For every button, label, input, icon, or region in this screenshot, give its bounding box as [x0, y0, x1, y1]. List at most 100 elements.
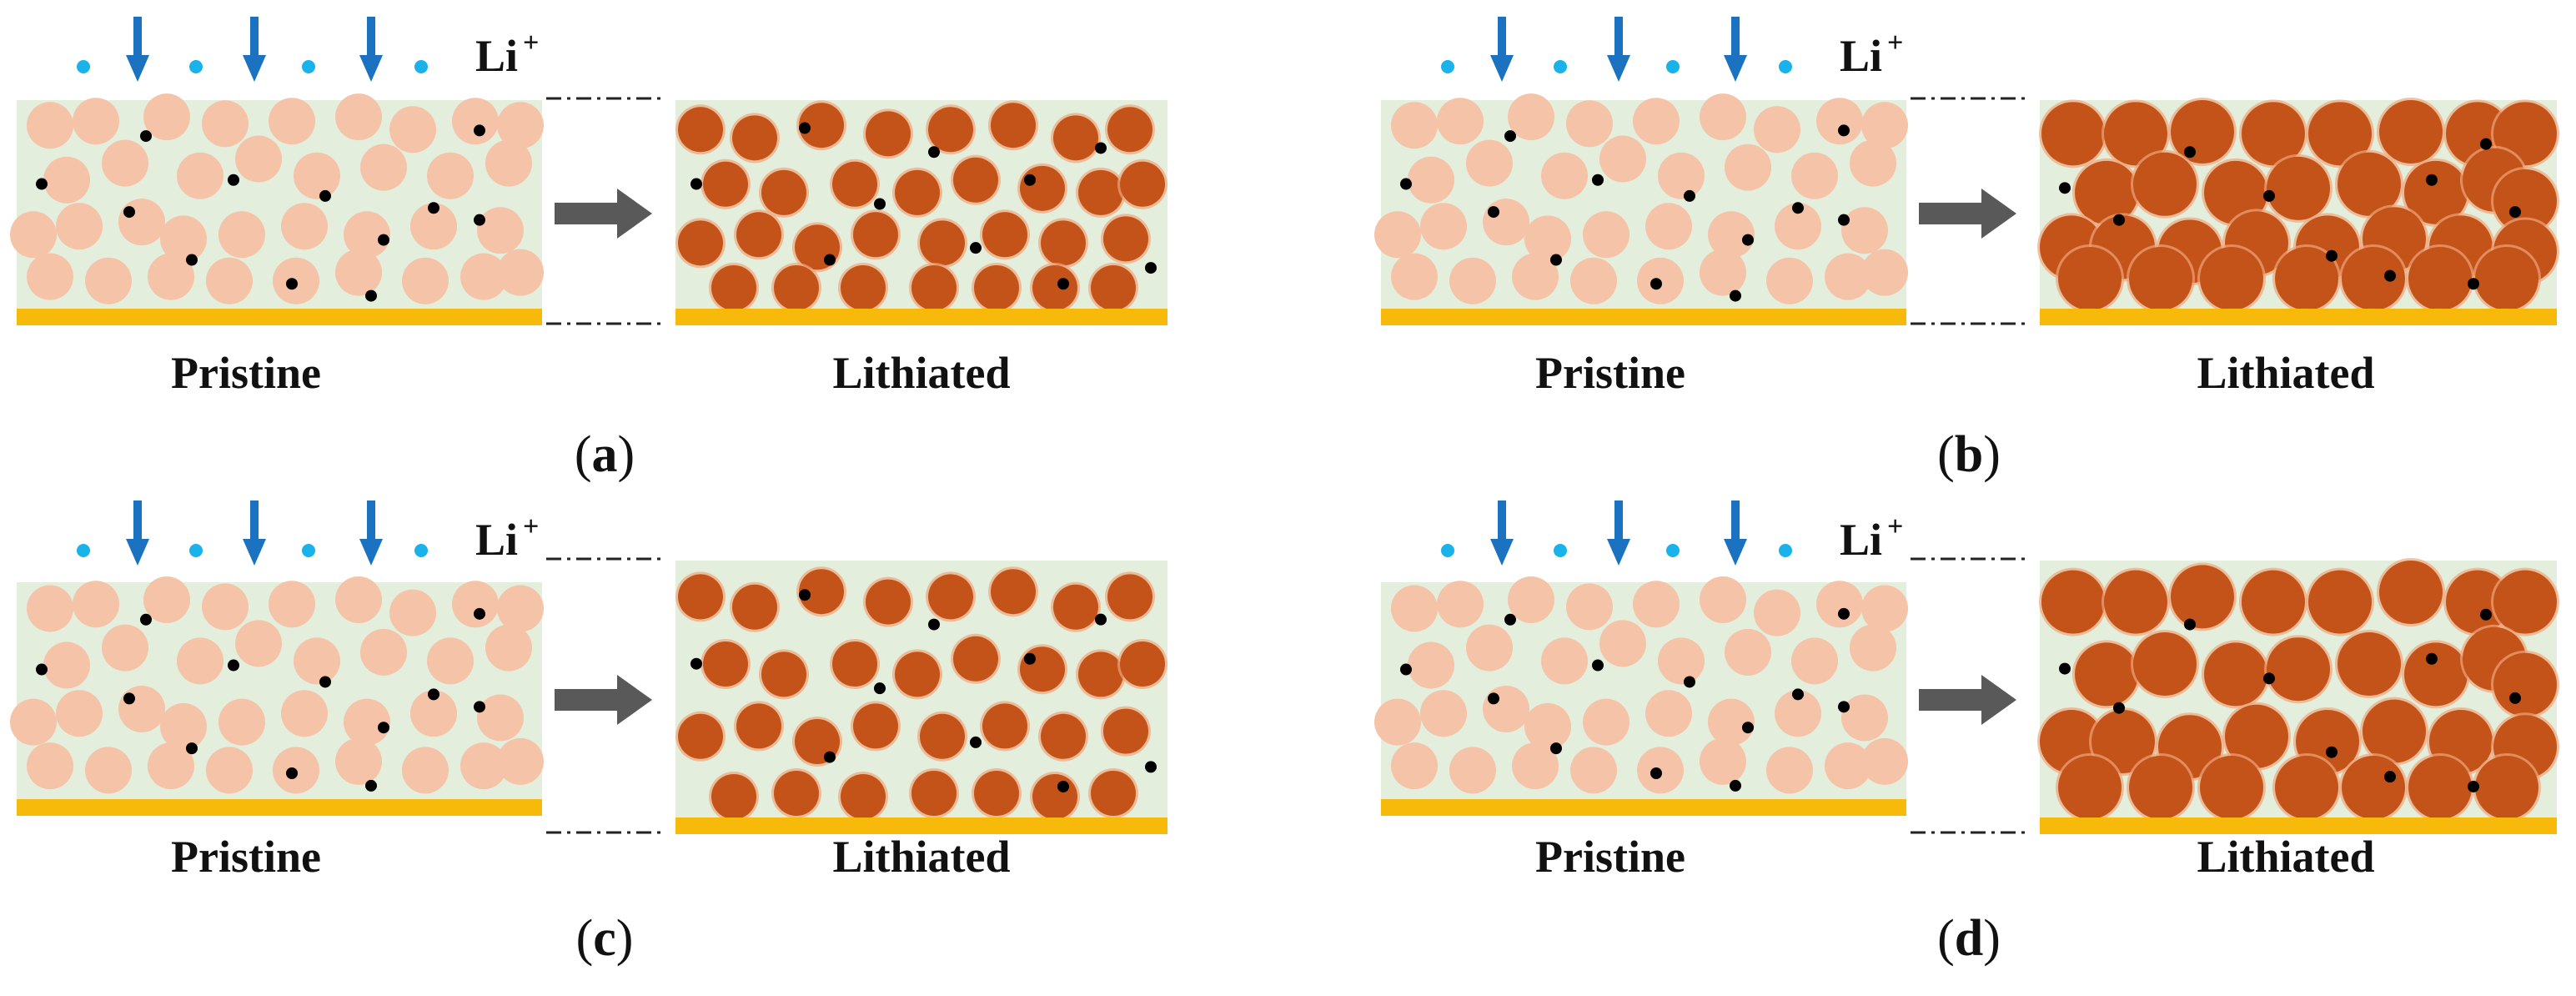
insertion-arrow-head [1724, 539, 1747, 566]
lithiated-particle [853, 703, 898, 749]
lithiated-particle [1120, 161, 1165, 207]
conductive-additive-dot [1095, 142, 1107, 154]
conductive-additive-dot [824, 751, 836, 763]
pristine-particle [460, 253, 507, 300]
lithium-ion-dot [302, 544, 315, 557]
pristine-particle [1437, 98, 1484, 145]
current-collector [675, 309, 1167, 325]
pristine-particle [148, 742, 194, 790]
li-ion-label: Li [475, 31, 518, 81]
conductive-additive-dot [2384, 771, 2396, 783]
pristine-particle [1524, 215, 1571, 263]
conductive-additive-dot [2468, 278, 2479, 290]
pristine-particle [1841, 207, 1888, 254]
conductive-additive-dot [378, 234, 389, 246]
pristine-electrode [1374, 576, 1908, 816]
lithiated-particle [866, 579, 911, 625]
conductive-additive-dot [1838, 701, 1850, 713]
pristine-particle [1841, 694, 1888, 742]
pristine-particle [85, 747, 132, 794]
conductive-additive-dot [874, 682, 886, 695]
pristine-particle [10, 211, 57, 259]
lithium-ion-dot [1666, 60, 1680, 73]
pristine-particle [160, 215, 207, 263]
pristine-particle [1700, 737, 1746, 785]
pristine-particle [27, 102, 73, 149]
pristine-particle [1861, 585, 1908, 632]
lithiated-particle [974, 771, 1019, 816]
conductive-additive-dot [186, 742, 198, 755]
process-arrow-icon [1919, 675, 2016, 725]
pristine-particle [118, 685, 165, 732]
pristine-particle [485, 139, 532, 187]
lithiated-particle [982, 703, 1027, 749]
conductive-additive-dot [874, 198, 886, 210]
pristine-particle [1700, 576, 1746, 623]
pristine-particle [335, 249, 382, 296]
lithiated-particle [2058, 756, 2122, 819]
lithiated-particle [1107, 107, 1152, 153]
conductive-additive-dot [474, 124, 485, 137]
lithiated-particle [895, 651, 940, 697]
conductive-additive-dot [2480, 608, 2492, 621]
pristine-particle [1725, 628, 1771, 676]
conductive-additive-dot [1400, 178, 1412, 190]
lithium-ion-dot [1441, 544, 1454, 557]
conductive-additive-dot [1730, 289, 1741, 302]
conductive-additive-dot [690, 657, 702, 670]
pristine-particle [1583, 698, 1629, 746]
lithiated-particle [920, 713, 965, 759]
conductive-additive-dot [1684, 676, 1695, 688]
lithiated-particle [2200, 247, 2263, 310]
lithiated-particle [2129, 247, 2192, 310]
lithiated-particle [2041, 570, 2105, 634]
conductive-additive-dot [1650, 278, 1662, 290]
panel-letter: (c) [576, 910, 634, 967]
lithiated-particle [736, 703, 781, 749]
lithiated-particle [2404, 160, 2468, 224]
conductive-additive-dot [928, 146, 940, 158]
lithiated-particle [841, 265, 886, 310]
panel-d: Pristine Lithiated Li + (d) [1374, 501, 2559, 967]
pristine-particle [1508, 576, 1554, 623]
process-arrow-icon [1919, 189, 2016, 239]
pristine-particle [402, 747, 449, 794]
pristine-particle [1449, 257, 1496, 304]
pristine-particle [335, 576, 382, 623]
lithiated-particle [2075, 160, 2138, 224]
conductive-additive-dot [1792, 688, 1804, 701]
lithiated-particle [1103, 708, 1148, 754]
conductive-additive-dot [36, 178, 48, 190]
lithium-ion-dot [1779, 544, 1792, 557]
lithiated-particle [774, 771, 819, 816]
pristine-particle [1583, 211, 1629, 259]
conductive-additive-dot [2059, 662, 2071, 675]
conductive-additive-dot [286, 278, 298, 290]
pristine-label: Pristine [171, 832, 321, 882]
pristine-particle [202, 100, 249, 148]
pristine-particle [1700, 249, 1746, 296]
pristine-particle [118, 199, 165, 246]
lithium-ion-dot [1554, 60, 1567, 73]
insertion-arrow-head [126, 55, 149, 82]
conductive-additive-dot [2059, 182, 2071, 194]
pristine-particle [427, 152, 474, 199]
pristine-particle [1483, 199, 1529, 246]
conductive-additive-dot [1730, 779, 1741, 792]
pristine-particle [1816, 581, 1863, 628]
pristine-particle [73, 581, 119, 628]
pristine-particle [1816, 98, 1863, 145]
lithiated-particle [832, 161, 877, 207]
lithiated-particle [2475, 756, 2538, 819]
lithiated-particle [711, 774, 756, 819]
pristine-particle [1466, 624, 1513, 672]
current-collector [2040, 309, 2557, 325]
lithiated-particle [2204, 160, 2267, 224]
current-collector [1381, 309, 1906, 325]
lithiated-particle [2408, 247, 2472, 310]
lithiated-electrode [675, 561, 1167, 834]
panel-letter: (a) [575, 426, 635, 483]
lithiated-particle [703, 161, 748, 207]
pristine-particle [102, 139, 148, 187]
lithiated-particle [703, 641, 748, 687]
